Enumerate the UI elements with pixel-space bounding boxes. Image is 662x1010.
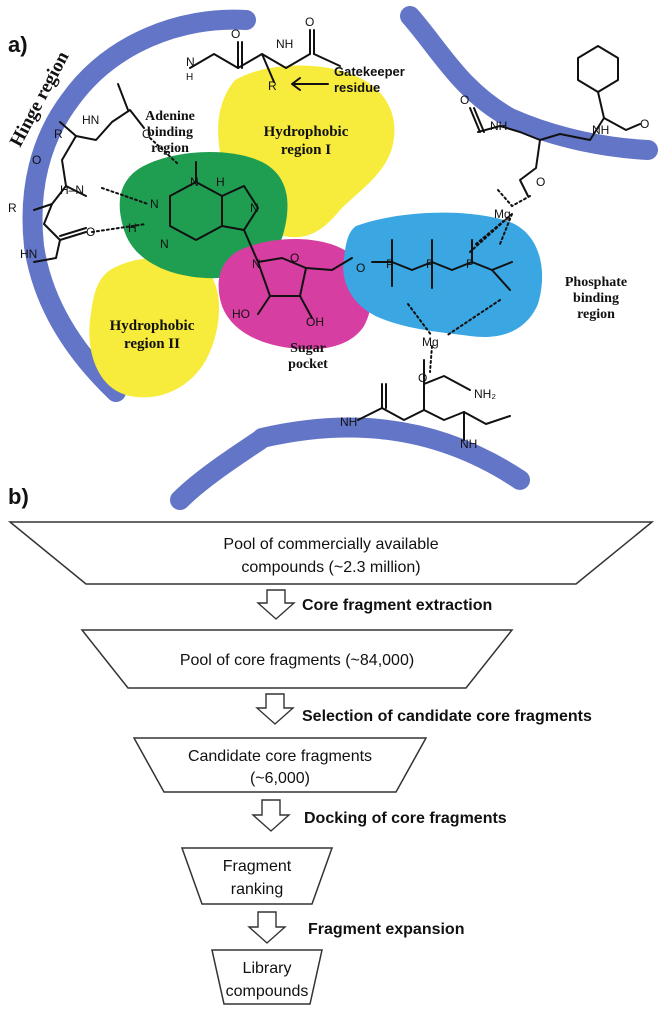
flow-arrow-3-icon — [251, 799, 291, 832]
svg-text:O: O — [32, 153, 41, 167]
step-1-label: Core fragment extraction — [302, 597, 492, 614]
flow-box-1-line2: compounds (~2.3 million) — [241, 559, 420, 576]
panel-b-label: b) — [8, 484, 29, 509]
svg-text:NH: NH — [276, 37, 293, 51]
svg-text:R: R — [54, 127, 63, 141]
triphosphate-bonds — [371, 239, 513, 291]
hydrophobic-2-label-line1: Hydrophobic — [110, 318, 195, 334]
svg-text:P: P — [386, 257, 394, 271]
adenine-label-line1: Adenine — [145, 109, 195, 124]
flow-box-5 — [211, 949, 323, 1005]
svg-text:N: N — [150, 197, 159, 211]
svg-text:O: O — [231, 27, 240, 41]
flow-box-3 — [132, 737, 428, 793]
svg-text:H: H — [128, 221, 137, 235]
svg-text:Mg: Mg — [494, 207, 511, 221]
svg-text:O: O — [460, 93, 469, 107]
svg-text:NH₂: NH₂ — [474, 387, 496, 401]
svg-text:P: P — [426, 257, 434, 271]
step-2-label: Selection of candidate core fragments — [302, 708, 592, 725]
phenylalanine-bonds — [469, 45, 641, 197]
adenine-pocket — [119, 151, 288, 279]
hinge-ribbon — [22, 9, 256, 402]
gatekeeper-label-line1: Gatekeeper — [334, 64, 405, 79]
svg-text:HN: HN — [82, 113, 99, 127]
hydrophobic-1-label-line2: region I — [281, 142, 331, 158]
step-3-label: Docking of core fragments — [304, 810, 507, 827]
svg-text:NH: NH — [490, 119, 507, 133]
svg-text:O: O — [86, 225, 95, 239]
phosphate-label-line1: Phosphate — [565, 275, 627, 290]
svg-text:HN: HN — [20, 247, 37, 261]
flow-box-2-line1: Pool of core fragments (~84,000) — [180, 652, 414, 669]
svg-text:HO: HO — [232, 307, 250, 321]
svg-text:Mg: Mg — [422, 335, 439, 349]
lower-ribbon — [170, 417, 530, 510]
sugar-label-line1: Sugar — [290, 341, 326, 356]
svg-text:R: R — [8, 201, 17, 215]
flow-box-5-line2: compounds — [226, 983, 309, 1000]
step-4-label: Fragment expansion — [308, 921, 464, 938]
flow-arrow-4-icon — [247, 911, 287, 944]
sugar-ring-bonds — [257, 257, 353, 319]
atom-labels: O O NH N H R HN R O O H–N R O HN N H N H… — [8, 15, 649, 451]
backbone-left — [33, 83, 145, 263]
hydrophobic-region-2 — [89, 257, 220, 398]
gatekeeper-arrow-icon — [291, 77, 329, 91]
sugar-pocket-shape — [218, 239, 372, 350]
phosphate-label-line2: binding — [573, 291, 619, 306]
flow-arrow-1-icon — [256, 589, 296, 620]
flow-box-4-line2: ranking — [231, 881, 283, 898]
svg-text:N: N — [186, 55, 195, 69]
gatekeeper-label-line2: residue — [334, 80, 380, 95]
svg-text:H–N: H–N — [60, 183, 84, 197]
asparagine-bonds — [357, 359, 511, 441]
svg-text:O: O — [356, 261, 365, 275]
svg-text:NH: NH — [340, 415, 357, 429]
svg-text:O: O — [640, 117, 649, 131]
svg-text:N: N — [250, 201, 259, 215]
svg-text:O: O — [290, 251, 299, 265]
flow-box-5-line1: Library — [243, 960, 292, 977]
svg-text:H: H — [216, 175, 225, 189]
interaction-dots — [91, 137, 531, 373]
panel-a-label: a) — [8, 32, 28, 57]
svg-text:O: O — [536, 175, 545, 189]
backbone-top — [189, 29, 341, 83]
svg-text:R: R — [268, 79, 277, 93]
svg-text:O: O — [418, 371, 427, 385]
hydrophobic-2-label-line2: region II — [124, 336, 180, 352]
sugar-label-line2: pocket — [288, 357, 328, 372]
svg-text:O: O — [142, 127, 151, 141]
flow-box-2 — [80, 629, 514, 689]
svg-text:O: O — [305, 15, 314, 29]
svg-text:N: N — [190, 175, 199, 189]
svg-text:P: P — [466, 257, 474, 271]
upper-right-ribbon — [400, 6, 658, 160]
adenine-label-line2: binding — [147, 125, 193, 140]
svg-text:NH: NH — [592, 123, 609, 137]
hydrophobic-1-label-line1: Hydrophobic — [264, 124, 349, 140]
flow-box-4 — [180, 847, 334, 905]
adenine-ring-bonds — [169, 161, 259, 263]
flow-arrow-2-icon — [255, 693, 295, 725]
flow-box-1-line1: Pool of commercially available — [223, 536, 438, 553]
svg-text:NH: NH — [460, 437, 477, 451]
flow-box-4-line1: Fragment — [223, 858, 292, 875]
svg-text:OH: OH — [306, 315, 324, 329]
adenine-label-line3: region — [151, 141, 189, 156]
svg-text:H: H — [186, 72, 193, 83]
phosphate-pocket — [343, 212, 543, 337]
svg-text:N: N — [252, 257, 261, 271]
phosphate-label-line3: region — [577, 307, 615, 322]
flow-box-3-line2: (~6,000) — [250, 770, 310, 787]
svg-text:N: N — [160, 237, 169, 251]
flow-box-3-line1: Candidate core fragments — [188, 748, 372, 765]
flow-box-1 — [7, 521, 655, 585]
